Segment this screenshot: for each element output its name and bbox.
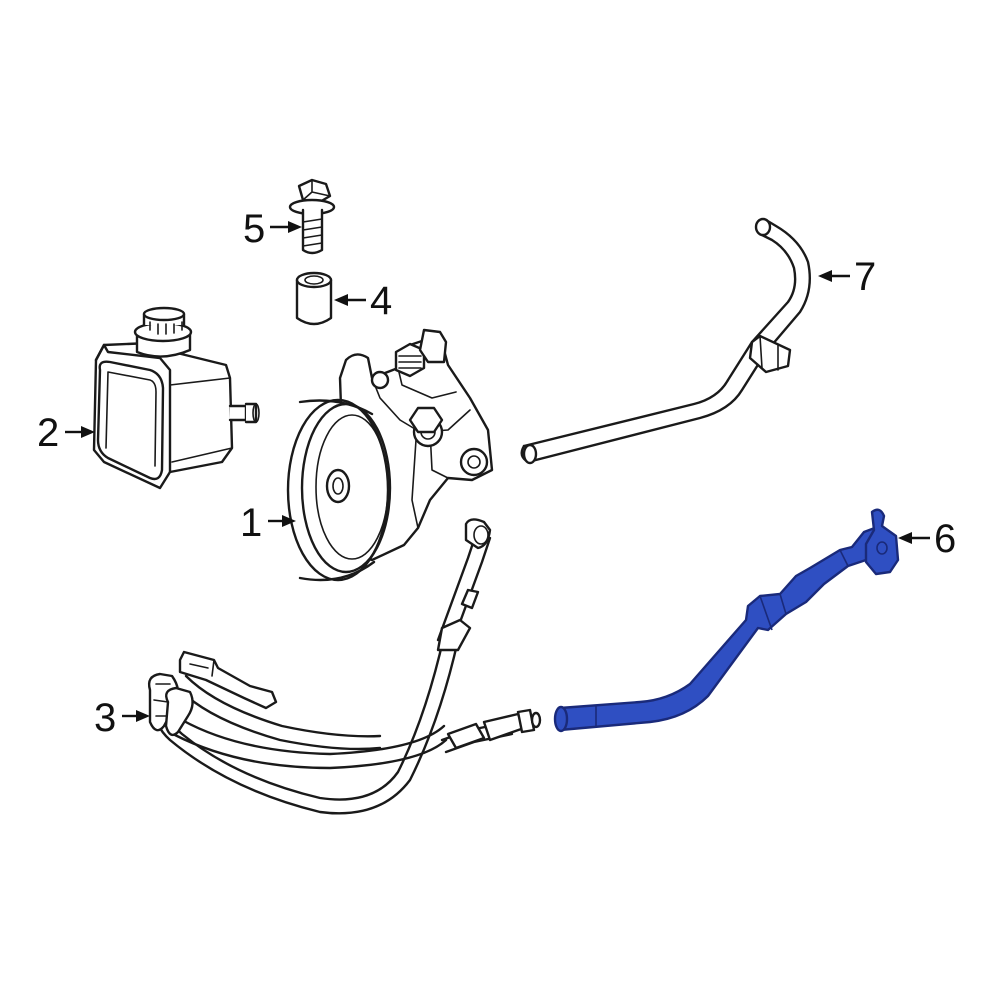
return-hose-part[interactable] xyxy=(553,508,900,733)
callout-6: 6 xyxy=(898,517,956,561)
callout-2: 2 xyxy=(37,411,95,455)
callout-7: 7 xyxy=(818,255,876,299)
callout-1-label: 1 xyxy=(240,501,262,545)
bolt-part[interactable] xyxy=(288,178,336,255)
callout-3: 3 xyxy=(94,696,150,740)
supply-hose-part[interactable] xyxy=(520,217,811,465)
callout-4: 4 xyxy=(334,279,392,323)
callout-3-label: 3 xyxy=(94,696,116,740)
power-steering-pump-part[interactable] xyxy=(286,328,494,582)
callout-7-label: 7 xyxy=(854,255,876,299)
callout-5: 5 xyxy=(243,207,302,251)
callout-5-label: 5 xyxy=(243,207,265,251)
reservoir-part[interactable] xyxy=(92,306,260,490)
callout-1: 1 xyxy=(240,501,296,545)
callout-2-label: 2 xyxy=(37,411,59,455)
spacer-part[interactable] xyxy=(295,271,333,326)
callout-6-label: 6 xyxy=(934,517,956,561)
callout-4-label: 4 xyxy=(370,279,392,323)
pressure-hose-part[interactable] xyxy=(147,518,542,815)
